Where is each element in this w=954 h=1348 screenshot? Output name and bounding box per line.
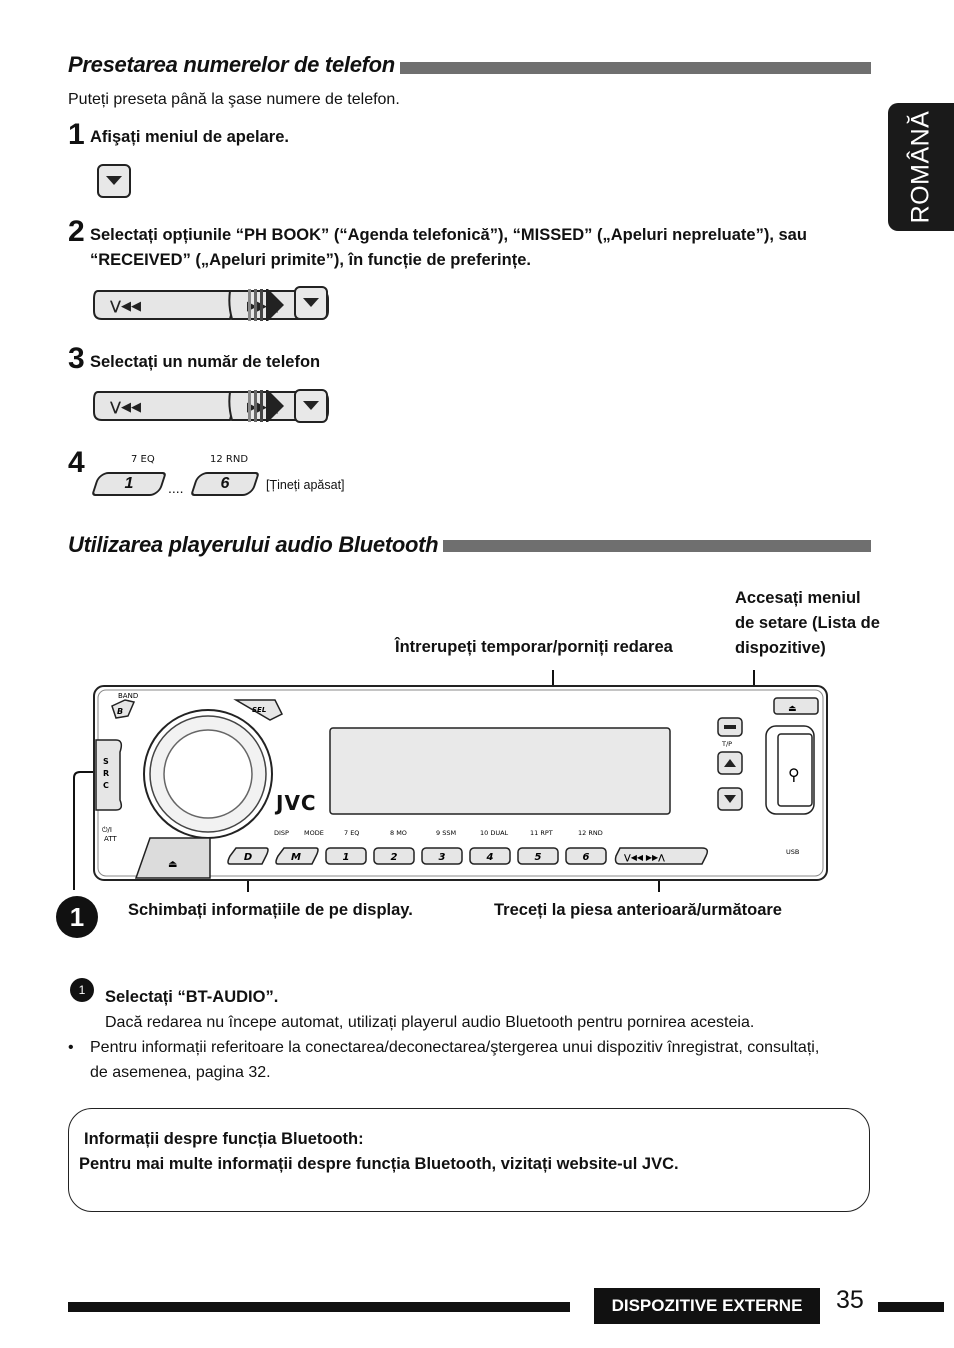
callout-number-badge: 1	[56, 896, 98, 938]
down-arrow-button-icon	[97, 164, 131, 198]
svg-text:⋁◀◀: ⋁◀◀	[110, 400, 141, 415]
svg-text:USB: USB	[786, 848, 799, 856]
step-badge: 1	[70, 978, 94, 1002]
language-tab-label: ROMÂNĂ	[906, 110, 935, 224]
preset-key-1-label: 1	[124, 475, 134, 492]
step-text: Selectați un număr de telefon	[90, 353, 321, 371]
step-number: 3	[68, 342, 85, 375]
svg-text:B: B	[117, 707, 123, 716]
section-title-bluetooth: Utilizarea playerului audio Bluetooth	[68, 532, 439, 557]
svg-text:⏏: ⏏	[788, 704, 797, 714]
svg-text:M: M	[291, 852, 301, 863]
key-label: 7 EQ	[131, 454, 155, 465]
section-intro: Puteți preseta până la şase numere de te…	[68, 91, 400, 108]
info-text: Pentru mai multe informații despre funcț…	[79, 1155, 679, 1173]
step-text-line1: Selectați opțiunile “PH BOOK” (“Agenda t…	[90, 226, 807, 244]
bullet-text-line2: de asemenea, pagina 32.	[90, 1064, 271, 1081]
svg-text:11 RPT: 11 RPT	[530, 829, 553, 837]
svg-text:⚲: ⚲	[788, 765, 800, 784]
svg-text:10 DUAL: 10 DUAL	[480, 829, 509, 837]
preset-key-6: 6	[190, 472, 260, 496]
callout-menu-line2: de setare (Lista de	[735, 614, 880, 632]
callout-track: Treceți la piesa anterioară/următoare	[494, 901, 782, 919]
car-radio-diagram: BAND B SEL S R C ⏻/I ATT ⏏ JVC DISP MODE…	[73, 670, 828, 892]
section-rule	[443, 540, 871, 552]
section-title-presets: Presetarea numerelor de telefon	[68, 52, 395, 77]
band-label: BAND	[118, 692, 138, 700]
svg-text:⏻/I: ⏻/I	[102, 826, 112, 834]
svg-text:T/P: T/P	[721, 740, 732, 748]
callout-display: Schimbați informațiile de pe display.	[128, 901, 413, 919]
svg-text:S: S	[103, 757, 109, 766]
step-number: 1	[68, 118, 85, 151]
footer-section-label: DISPOZITIVE EXTERNE	[594, 1288, 820, 1324]
svg-text:12 RND: 12 RND	[578, 829, 603, 837]
svg-text:1: 1	[343, 852, 350, 863]
svg-text:⋁◀◀ ▶▶⋀: ⋁◀◀ ▶▶⋀	[624, 853, 665, 862]
callout-menu-line3: dispozitive)	[735, 639, 826, 657]
svg-text:2: 2	[391, 852, 398, 863]
page-number: 35	[836, 1286, 864, 1314]
hold-note: [Țineți apăsat]	[266, 478, 345, 492]
svg-text:MODE: MODE	[304, 829, 324, 837]
step-number: 4	[68, 446, 85, 479]
svg-text:⏏: ⏏	[168, 859, 177, 870]
svg-text:D: D	[244, 852, 252, 863]
footer-rule-right	[878, 1302, 944, 1312]
preset-key-1: 1	[91, 472, 167, 496]
info-box	[68, 1108, 870, 1212]
callout-pause: Întrerupeți temporar/porniți redarea	[395, 638, 673, 656]
key-label: 12 RND	[210, 454, 249, 465]
svg-text:⋁◀◀: ⋁◀◀	[110, 299, 141, 314]
svg-text:SEL: SEL	[252, 706, 266, 714]
section-rule	[400, 62, 871, 74]
language-tab: ROMÂNĂ	[888, 103, 954, 231]
step-number: 2	[68, 215, 85, 248]
dots: ....	[168, 480, 184, 496]
svg-text:6: 6	[583, 852, 590, 863]
svg-text:3: 3	[439, 852, 446, 863]
svg-text:DISP: DISP	[274, 829, 289, 837]
svg-text:R: R	[103, 769, 109, 778]
down-arrow-button-icon	[294, 286, 328, 320]
preset-key-6-label: 6	[220, 475, 230, 492]
svg-text:C: C	[103, 781, 109, 790]
info-title: Informații despre funcția Bluetooth:	[84, 1130, 364, 1148]
step-text-line2: “RECEIVED” („Apeluri primite”), în funcț…	[90, 251, 531, 269]
svg-text:7 EQ: 7 EQ	[344, 829, 359, 837]
svg-text:ATT: ATT	[104, 835, 117, 843]
svg-text:8 MO: 8 MO	[390, 829, 407, 837]
step-text: Dacă redarea nu începe automat, utilizaț…	[105, 1014, 755, 1031]
bullet-marker: •	[68, 1039, 74, 1056]
svg-text:9 SSM: 9 SSM	[436, 829, 456, 837]
callout-menu-line1: Accesați meniul	[735, 589, 861, 607]
down-arrow-button-icon	[294, 389, 328, 423]
svg-text:4: 4	[486, 852, 494, 863]
bullet-text-line1: Pentru informații referitoare la conecta…	[90, 1039, 820, 1056]
brand-logo: JVC	[274, 791, 317, 815]
svg-text:5: 5	[535, 852, 542, 863]
step-title: Selectați “BT-AUDIO”.	[105, 988, 279, 1006]
footer-rule-left	[68, 1302, 570, 1312]
step-text: Afişați meniul de apelare.	[90, 128, 289, 146]
